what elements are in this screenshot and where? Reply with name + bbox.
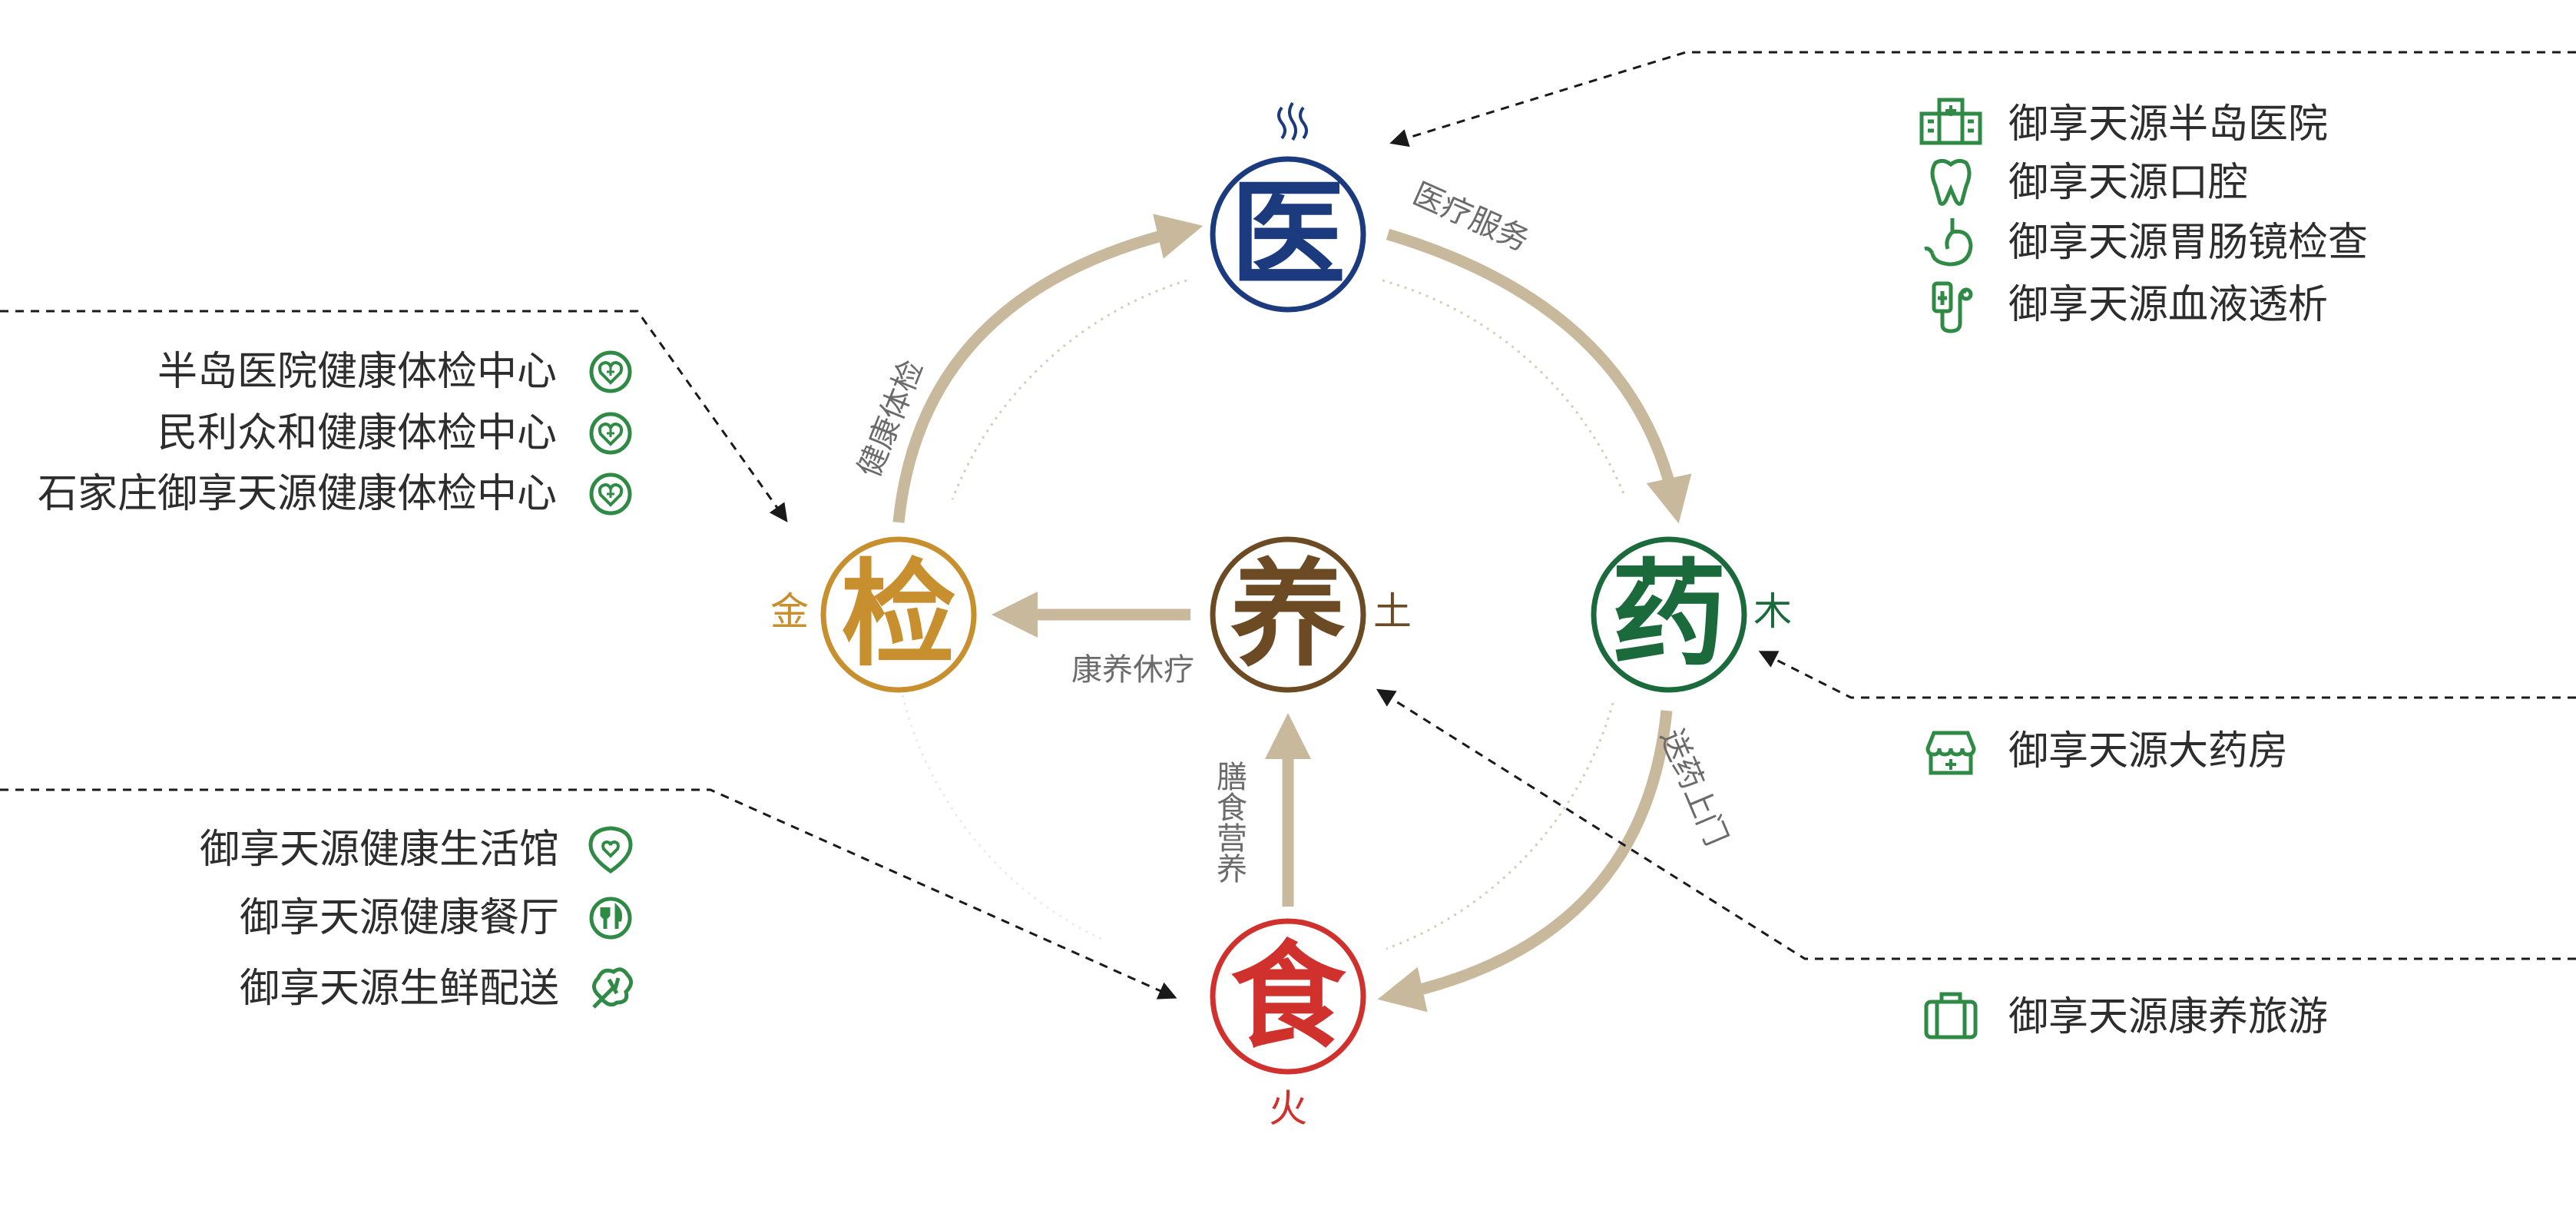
dialysis-icon bbox=[1932, 281, 1973, 333]
list-item: 民利众和健康体检中心 bbox=[157, 410, 632, 456]
dashed-connectors bbox=[0, 51, 2576, 1000]
service-minlizhonghe-checkup-center: 民利众和健康体检中心 bbox=[157, 410, 557, 456]
dash-top-left bbox=[0, 310, 788, 522]
list-item: 御享天源胃肠镜检查 bbox=[1924, 218, 2368, 267]
fire-element-glyph: 火 bbox=[1269, 1086, 1307, 1131]
hospital-icon bbox=[1919, 98, 1982, 145]
services-top-right: 御享天源半岛医院 御享天源口腔 御享天源胃肠镜检查 御享天源血液透析 bbox=[1919, 98, 2368, 333]
node-food: 食 火 bbox=[1210, 918, 1366, 1131]
node-care: 养 土 bbox=[1210, 536, 1412, 693]
tooth-icon bbox=[1930, 158, 1972, 206]
metal-element-glyph: 金 bbox=[770, 589, 809, 634]
list-item: 半岛医院健康体检中心 bbox=[157, 349, 632, 395]
service-health-living-hall: 御享天源健康生活馆 bbox=[200, 827, 559, 873]
pharmacy-icon bbox=[1925, 731, 1976, 775]
wood-element-glyph: 木 bbox=[1753, 589, 1792, 634]
flow-label-drug-delivery: 送药上门 bbox=[1654, 724, 1734, 850]
list-item: 御享天源口腔 bbox=[1930, 158, 2248, 206]
service-dialysis: 御享天源血液透析 bbox=[2008, 282, 2328, 328]
service-shijiazhuang-checkup-center: 石家庄御享天源健康体检中心 bbox=[38, 471, 557, 517]
services-top-left: 半岛医院健康体检中心 民利众和健康体检中心 石家庄御享天源健康体检中心 bbox=[38, 349, 632, 517]
flow-label-dietary-nutrition: 膳食营养 bbox=[1211, 761, 1247, 884]
services-right: 御享天源大药房 bbox=[1925, 728, 2288, 775]
node-food-glyph: 食 bbox=[1230, 929, 1346, 1064]
leaf-heart-icon bbox=[588, 826, 633, 874]
node-medicine: 药 木 bbox=[1591, 536, 1792, 693]
service-peninsula-checkup-center: 半岛医院健康体检中心 bbox=[157, 349, 557, 395]
list-item: 御享天源康养旅游 bbox=[1924, 992, 2328, 1040]
heart-plus-icon bbox=[589, 350, 632, 393]
heart-plus-icon bbox=[589, 472, 632, 516]
utensils-icon bbox=[589, 897, 632, 940]
water-element-icon bbox=[1277, 101, 1308, 141]
node-care-glyph: 养 bbox=[1230, 547, 1346, 682]
list-item: 御享天源健康生活馆 bbox=[200, 826, 633, 874]
earth-element-glyph: 土 bbox=[1373, 589, 1412, 634]
node-medical: 医 bbox=[1210, 101, 1366, 313]
stomach-icon bbox=[1924, 218, 1973, 267]
list-item: 御享天源血液透析 bbox=[1932, 281, 2328, 333]
node-medicine-glyph: 药 bbox=[1611, 547, 1727, 682]
inner-dotted-ring bbox=[901, 279, 1626, 950]
arrow-right-to-bottom bbox=[1377, 710, 1673, 1013]
arrow-left-to-top bbox=[892, 214, 1204, 523]
list-item: 石家庄御享天源健康体检中心 bbox=[38, 471, 632, 517]
service-fresh-delivery: 御享天源生鲜配送 bbox=[240, 966, 559, 1012]
service-gastroscopy: 御享天源胃肠镜检查 bbox=[2008, 220, 2368, 266]
node-medical-glyph: 医 bbox=[1230, 167, 1346, 302]
service-pharmacy: 御享天源大药房 bbox=[2008, 728, 2288, 774]
dash-bottom-right bbox=[1376, 688, 2576, 960]
service-wellness-travel: 御享天源康养旅游 bbox=[2008, 994, 2328, 1040]
flow-label-recuperation: 康养休疗 bbox=[1071, 652, 1194, 688]
dash-right bbox=[1758, 651, 2576, 699]
service-dental: 御享天源口腔 bbox=[2008, 160, 2248, 206]
service-health-restaurant: 御享天源健康餐厅 bbox=[240, 895, 559, 941]
vegetable-icon bbox=[592, 967, 633, 1009]
cycle-arrows bbox=[892, 214, 1692, 1013]
list-item: 御享天源生鲜配送 bbox=[240, 966, 633, 1012]
dash-top-right bbox=[1389, 51, 2576, 148]
suitcase-icon bbox=[1924, 992, 1978, 1039]
list-item: 御享天源健康餐厅 bbox=[240, 895, 632, 941]
heart-plus-icon bbox=[589, 412, 632, 455]
arrow-top-to-right bbox=[1386, 228, 1692, 524]
service-peninsula-hospital: 御享天源半岛医院 bbox=[2008, 101, 2328, 148]
node-checkup-glyph: 检 bbox=[841, 547, 956, 682]
list-item: 御享天源半岛医院 bbox=[1919, 98, 2328, 148]
dash-bottom-left bbox=[0, 788, 1177, 1000]
services-bottom-left: 御享天源健康生活馆 御享天源健康餐厅 御享天源生鲜配送 bbox=[200, 826, 633, 1012]
node-checkup: 检 金 bbox=[770, 536, 977, 693]
services-bottom-right: 御享天源康养旅游 bbox=[1924, 992, 2328, 1040]
list-item: 御享天源大药房 bbox=[1925, 728, 2288, 775]
